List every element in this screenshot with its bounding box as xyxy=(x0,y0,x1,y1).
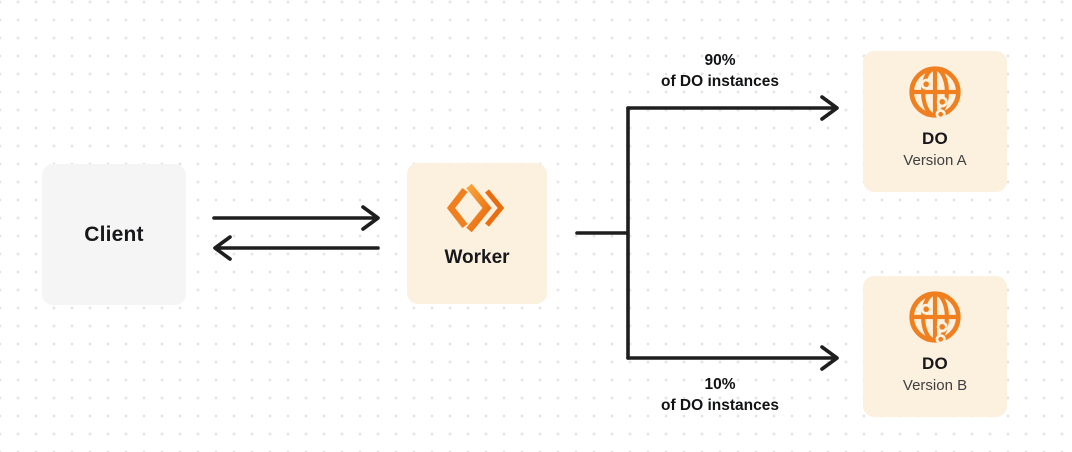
node-do-version-a: DO Version A xyxy=(863,51,1007,192)
do-a-subtitle: Version A xyxy=(903,152,967,169)
worker-label: Worker xyxy=(444,247,510,268)
do-a-title: DO xyxy=(921,129,949,148)
do-b-subtitle: Version B xyxy=(902,377,968,394)
do-b-title: DO xyxy=(921,354,949,373)
branch-bottom-caption: of DO instances xyxy=(661,397,779,414)
branch-bottom-percent: 10% xyxy=(704,376,736,393)
branch-splitter-line xyxy=(575,106,630,360)
arrow-worker-to-client xyxy=(213,235,380,261)
cloudflare-workers-icon xyxy=(443,177,511,239)
branch-top-percent: 90% xyxy=(704,52,736,69)
node-worker: Worker xyxy=(407,163,547,304)
node-do-version-b: DO Version B xyxy=(863,276,1007,417)
arrow-client-to-worker xyxy=(212,205,380,231)
durable-object-globe-icon xyxy=(906,63,964,121)
branch-top-caption: of DO instances xyxy=(661,73,779,90)
arrow-to-do-version-a xyxy=(626,95,839,121)
branch-label-90-percent: 90% of DO instances xyxy=(625,50,815,92)
client-label: Client xyxy=(84,222,144,246)
node-client: Client xyxy=(42,164,186,305)
branch-label-10-percent: 10% of DO instances xyxy=(625,374,815,416)
durable-object-globe-icon xyxy=(906,288,964,346)
arrow-to-do-version-b xyxy=(626,345,839,371)
